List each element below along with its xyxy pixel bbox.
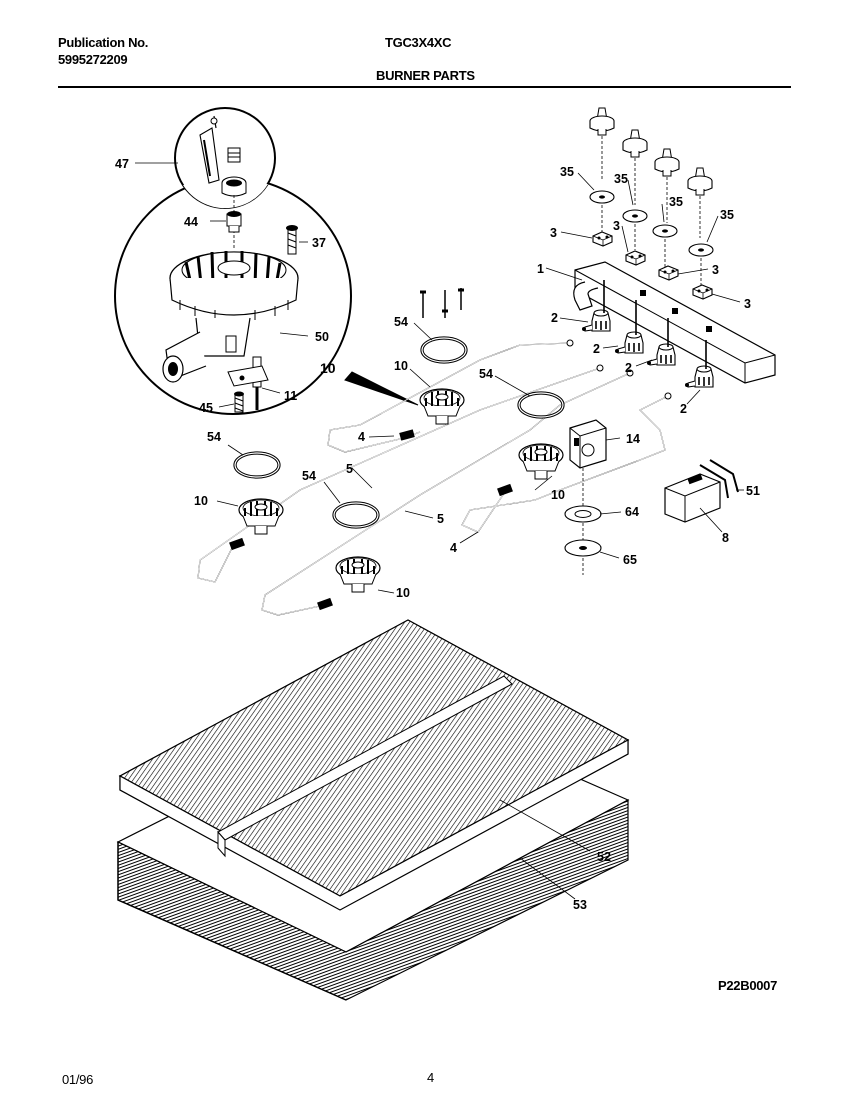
knob-stack <box>589 107 714 300</box>
leader-lines <box>216 172 744 900</box>
callout-35: 35 <box>669 195 683 209</box>
manifold <box>573 261 776 384</box>
diagram-code: P22B0007 <box>718 978 778 993</box>
callout-35: 35 <box>614 172 628 186</box>
callout-3: 3 <box>613 219 620 233</box>
callout-10: 10 <box>394 359 408 373</box>
callout-51: 51 <box>746 484 760 498</box>
callout-3: 3 <box>744 297 751 311</box>
callout-5: 5 <box>346 462 353 476</box>
callout-labels: 47 44 37 50 10 11 45 35 35 35 35 3 3 3 3… <box>115 157 760 912</box>
model-number: TGC3X4XC <box>385 35 452 50</box>
page-number: 4 <box>427 1070 434 1085</box>
callout-35: 35 <box>720 208 734 222</box>
gas-tubing <box>197 339 672 616</box>
callout-47: 47 <box>115 157 129 171</box>
spark-module <box>664 459 739 523</box>
header-rule <box>58 86 791 88</box>
callout-35: 35 <box>560 165 574 179</box>
valves <box>581 280 714 388</box>
callout-4: 4 <box>358 430 365 444</box>
callout-10: 10 <box>396 586 410 600</box>
callout-8: 8 <box>722 531 729 545</box>
callout-50: 50 <box>315 330 329 344</box>
callout-14: 14 <box>626 432 640 446</box>
callout-2: 2 <box>551 311 558 325</box>
callout-44: 44 <box>184 215 198 229</box>
callout-45: 45 <box>199 401 213 415</box>
callout-11: 11 <box>284 389 297 403</box>
top-burners <box>238 388 564 593</box>
callout-1: 1 <box>537 262 544 276</box>
callout-53: 53 <box>573 898 587 912</box>
callout-54: 54 <box>207 430 221 444</box>
callout-54: 54 <box>479 367 493 381</box>
callout-37: 37 <box>312 236 326 250</box>
callout-10: 10 <box>194 494 208 508</box>
callout-54: 54 <box>302 469 316 483</box>
burner-box-pan-top <box>118 619 630 911</box>
callout-52: 52 <box>597 850 611 864</box>
callout-65: 65 <box>623 553 637 567</box>
pressure-regulator <box>564 419 607 575</box>
callout-64: 64 <box>625 505 639 519</box>
callout-10: 10 <box>551 488 565 502</box>
burner-screws <box>420 288 464 318</box>
callout-3: 3 <box>550 226 557 240</box>
callout-5: 5 <box>437 512 444 526</box>
footer-date: 01/96 <box>62 1072 94 1087</box>
callout-2: 2 <box>625 361 632 375</box>
callout-3: 3 <box>712 263 719 277</box>
publication-label: Publication No. <box>58 35 149 50</box>
callout-10-detail: 10 <box>320 360 336 376</box>
publication-number: 5995272209 <box>58 52 128 67</box>
section-title: BURNER PARTS <box>376 68 475 83</box>
burner-detail-view <box>114 107 352 415</box>
callout-4: 4 <box>450 541 457 555</box>
callout-54: 54 <box>394 315 408 329</box>
callout-2: 2 <box>593 342 600 356</box>
callout-2: 2 <box>680 402 687 416</box>
